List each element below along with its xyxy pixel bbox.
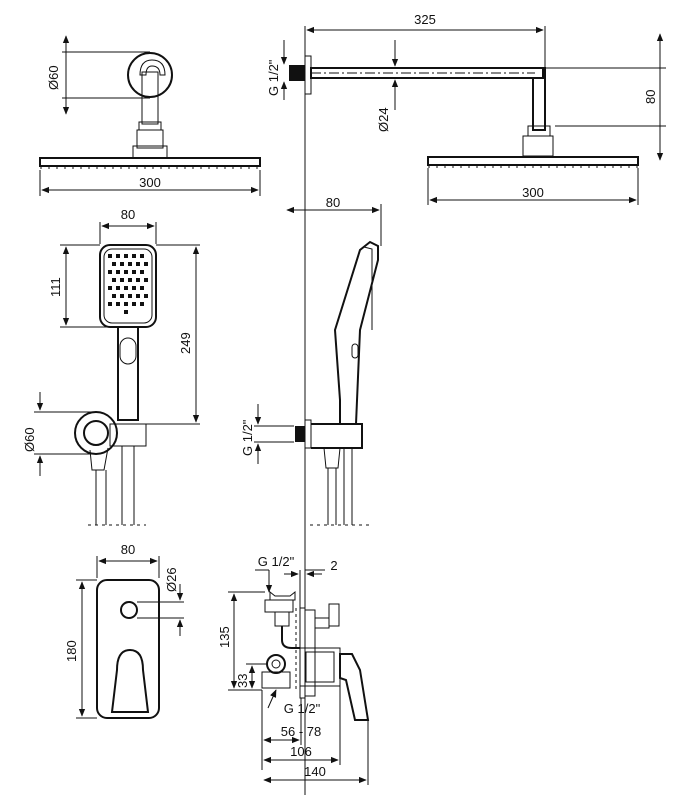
knob-diameter-label: Ø26 [164, 567, 179, 592]
handshower-total-height-label: 249 [178, 332, 193, 354]
inlet-thread-bottom-label: G 1/2" [284, 701, 321, 716]
cover-plate-front-view [76, 556, 184, 719]
hand-shower-front-view [34, 222, 200, 526]
outlet-thread-label: G 1/2" [240, 419, 255, 456]
total-depth-label: 140 [304, 764, 326, 779]
shower-head-front-view [39, 35, 261, 196]
head-side-width-label: 300 [522, 185, 544, 200]
arm-drop-label: 80 [643, 90, 658, 104]
shower-arm-side-view [280, 26, 666, 205]
arm-length-label: 325 [414, 12, 436, 27]
inlet-offset-label: 33 [235, 674, 250, 688]
head-top-diameter-label: Ø60 [46, 65, 61, 90]
mixer-body-side-view [228, 569, 370, 785]
handshower-head-height-label: 111 [48, 277, 63, 297]
body-height-label: 135 [217, 626, 232, 648]
inlet-thread-top-label: G 1/2" [258, 554, 295, 569]
spray-nozzles [108, 254, 148, 314]
plate-height-label: 180 [64, 640, 79, 662]
arm-thread-label: G 1/2" [266, 59, 281, 96]
plate-width-label: 80 [121, 542, 135, 557]
wall-gap-label: 2 [330, 558, 337, 573]
head-top-width-label: 300 [139, 175, 161, 190]
hand-shower-side-view [254, 204, 382, 526]
arm-diameter-label: Ø24 [376, 107, 391, 132]
handshower-width-label: 80 [121, 207, 135, 222]
holder-diameter-label: Ø60 [22, 427, 37, 452]
body-depth-label: 106 [290, 744, 312, 759]
side-depth-label: 80 [326, 195, 340, 210]
install-depth-label: 56 - 78 [281, 724, 321, 739]
